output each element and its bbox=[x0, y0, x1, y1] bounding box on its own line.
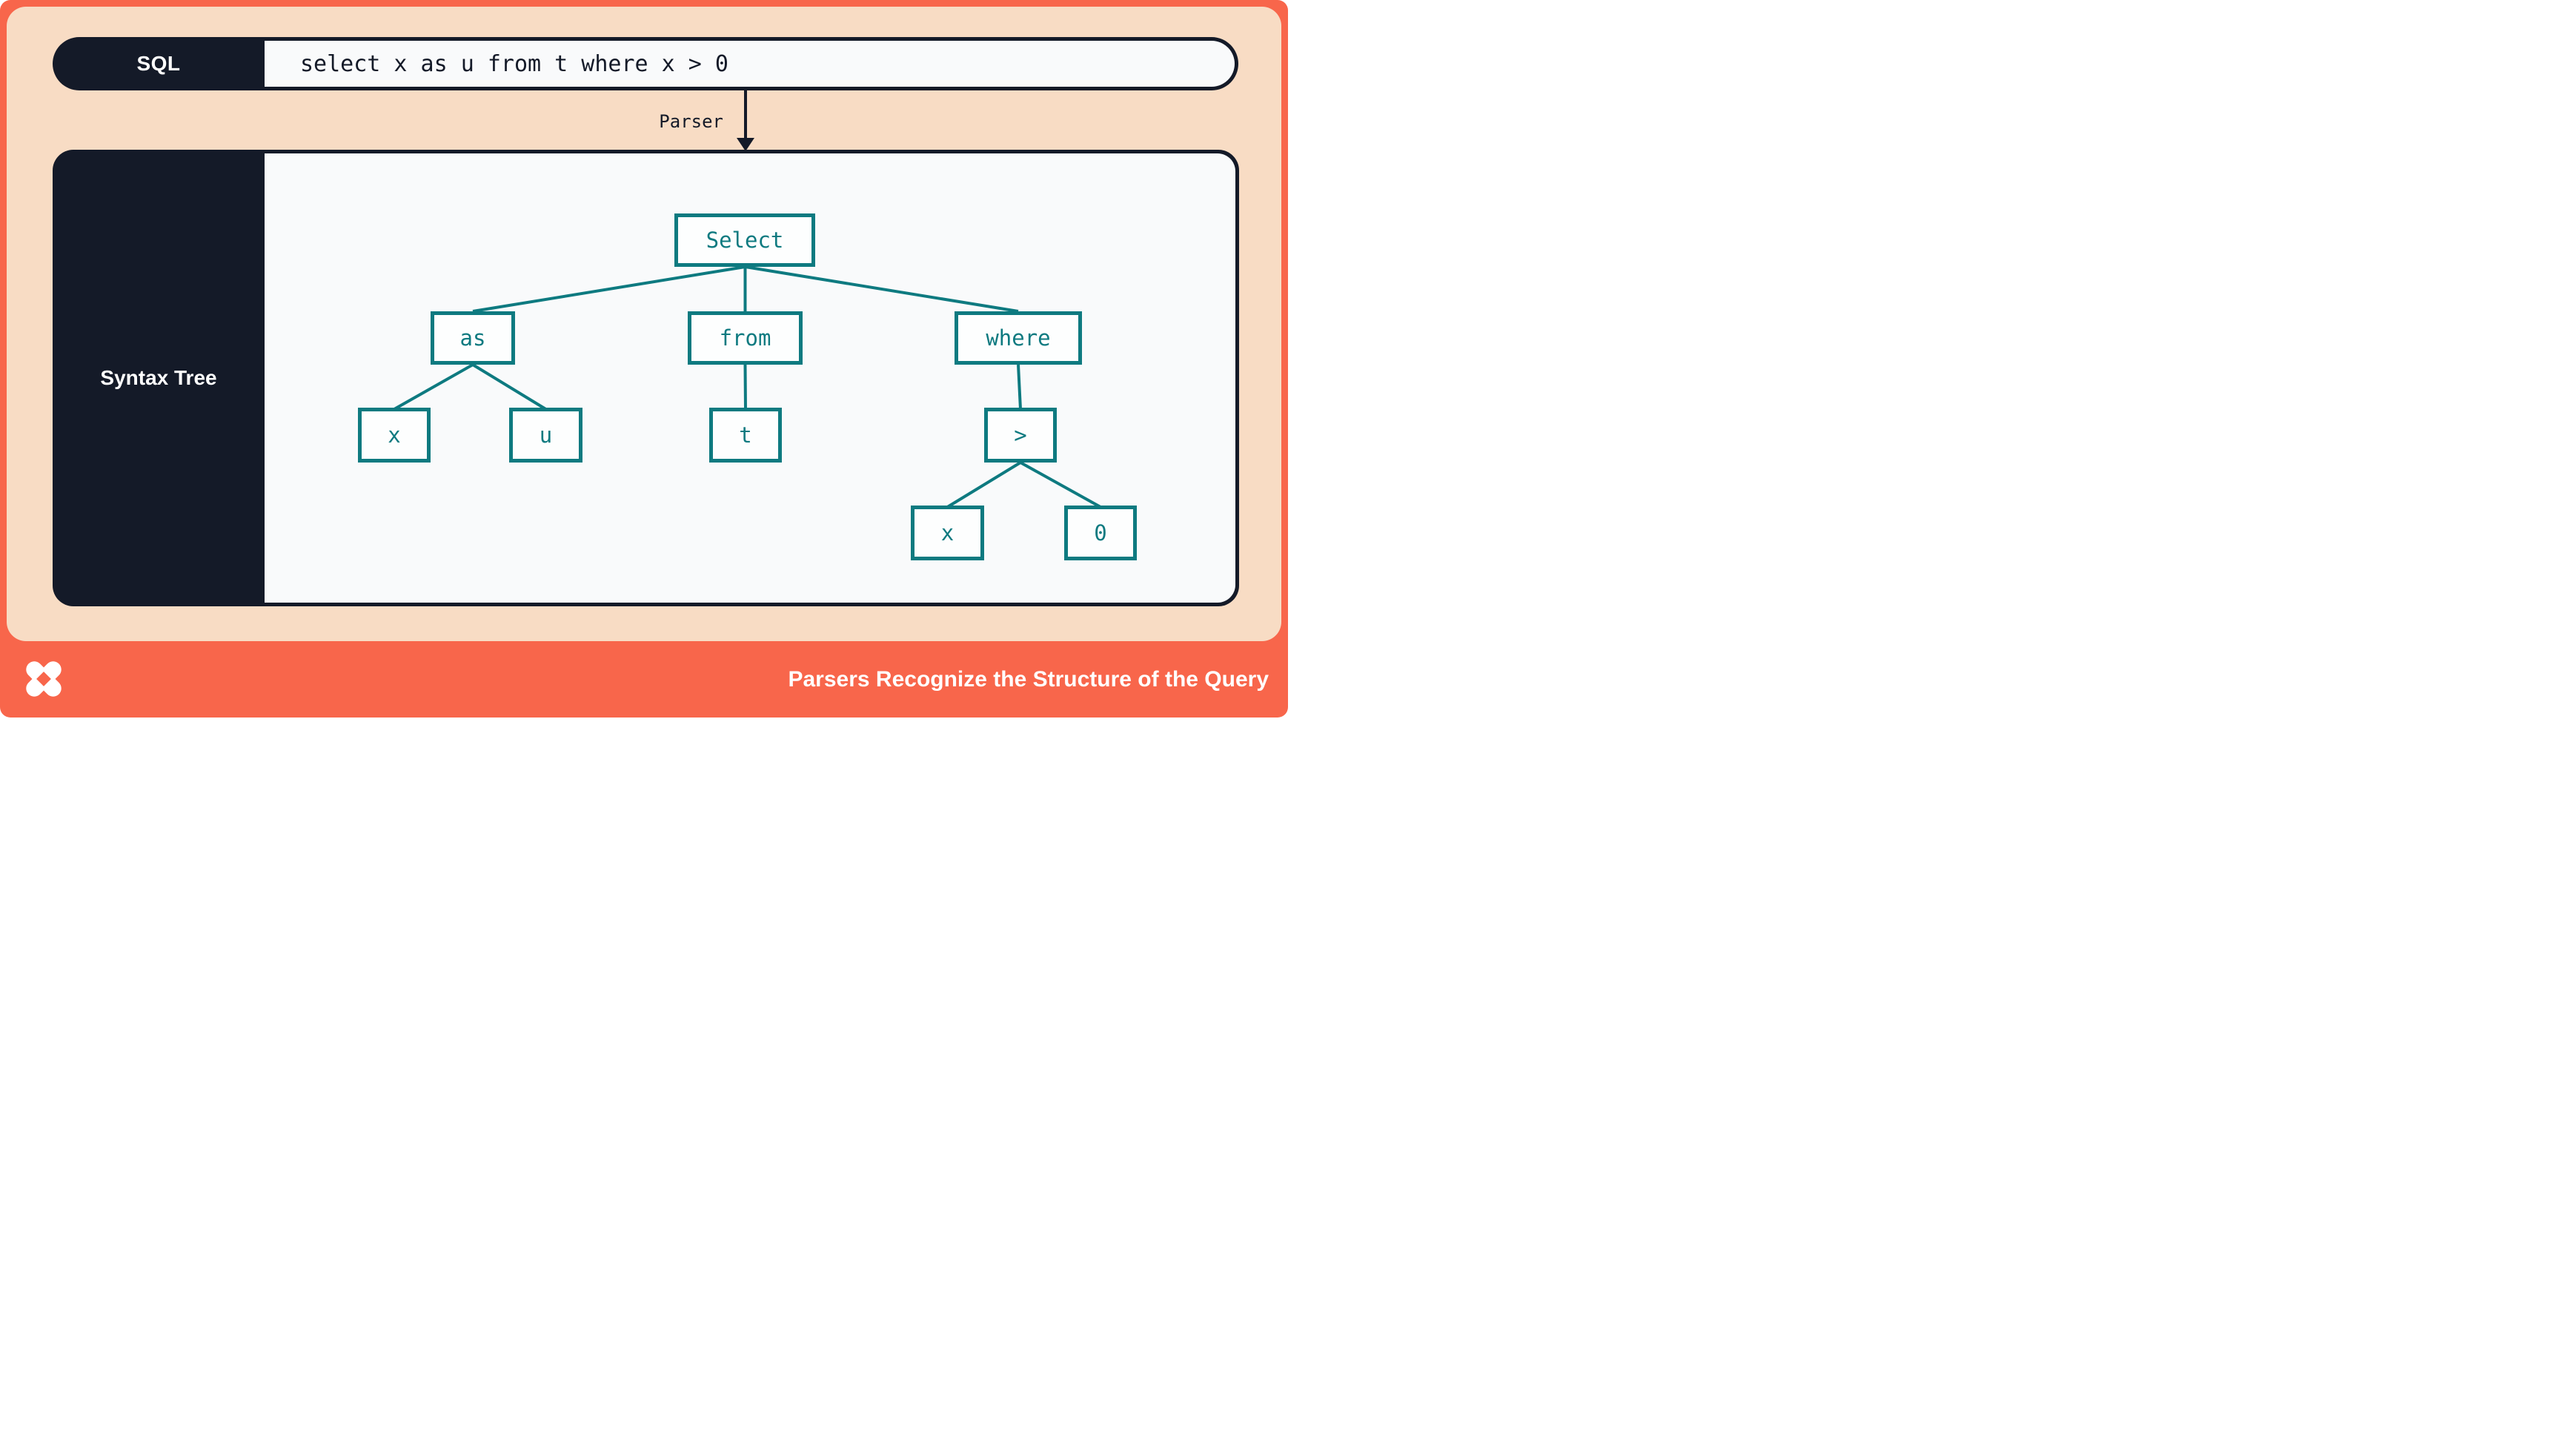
tree-node-from: from bbox=[688, 311, 803, 365]
tree-node-x-under-as: x bbox=[358, 408, 431, 463]
dbt-logo-icon bbox=[22, 657, 65, 700]
syntax-tree-panel: Syntax Tree Select as from wh bbox=[53, 150, 1239, 606]
tree-node-label: from bbox=[719, 325, 771, 351]
tree-node-x-under-gt: x bbox=[911, 506, 984, 560]
tree-node-label: Select bbox=[706, 228, 784, 253]
tree-node-as: as bbox=[431, 311, 515, 365]
tree-node-label: as bbox=[459, 325, 486, 351]
tree-node-label: > bbox=[1014, 422, 1027, 448]
tree-node-label: 0 bbox=[1094, 520, 1107, 546]
parser-arrow-line bbox=[744, 90, 747, 139]
tree-node-greater-than: > bbox=[984, 408, 1057, 463]
tree-node-label: where bbox=[986, 325, 1051, 351]
tree-node-label: t bbox=[739, 422, 752, 448]
tree-node-select: Select bbox=[674, 213, 815, 267]
parser-arrow-head-icon bbox=[737, 138, 754, 151]
parser-label: Parser bbox=[659, 111, 723, 132]
slide: SQL select x as u from t where x > 0 Par… bbox=[0, 0, 1288, 718]
tree-node-label: x bbox=[940, 520, 955, 546]
footer-bar: Parsers Recognize the Structure of the Q… bbox=[0, 641, 1288, 718]
footer-caption: Parsers Recognize the Structure of the Q… bbox=[788, 666, 1269, 692]
tree-node-label: u bbox=[539, 422, 553, 448]
tree-node-label: x bbox=[388, 422, 401, 448]
sql-bar: SQL select x as u from t where x > 0 bbox=[53, 37, 1238, 90]
tree-node-t: t bbox=[709, 408, 782, 463]
sql-query-text: select x as u from t where x > 0 bbox=[265, 41, 1235, 87]
tree-node-where: where bbox=[955, 311, 1082, 365]
syntax-tree-panel-label: Syntax Tree bbox=[100, 366, 217, 389]
tree-node-u: u bbox=[509, 408, 582, 463]
tree-node-zero: 0 bbox=[1064, 506, 1137, 560]
sql-bar-label: SQL bbox=[136, 52, 181, 75]
